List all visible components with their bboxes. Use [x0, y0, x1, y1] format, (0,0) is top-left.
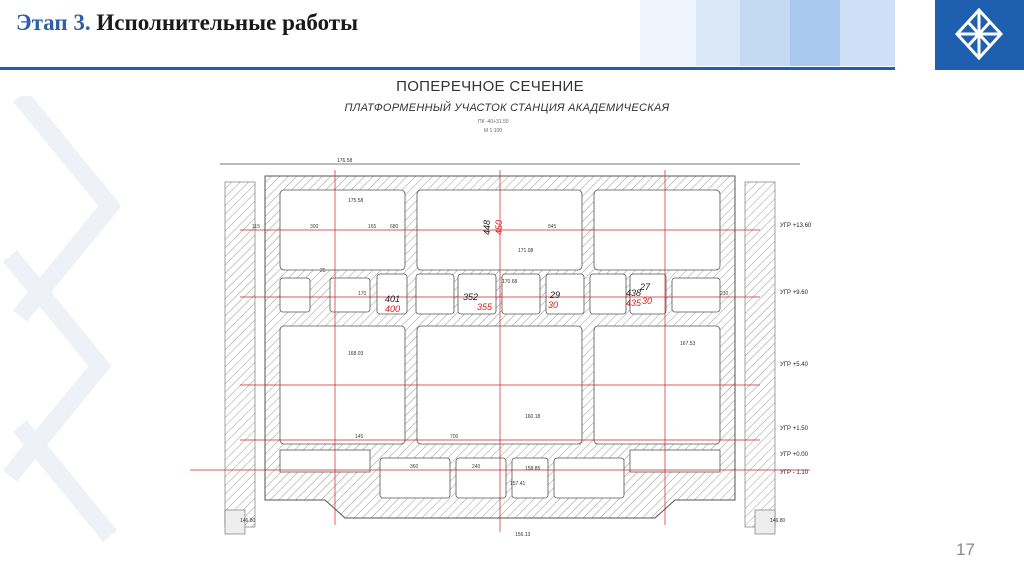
room-mid: [501, 273, 541, 315]
station-note: ПК -40+31.50: [478, 119, 509, 125]
measure-black: 401: [385, 294, 400, 304]
room-mid: [629, 273, 667, 315]
platform-right: [629, 449, 721, 473]
header-rule: [0, 67, 895, 70]
room-mid: [415, 273, 455, 315]
right-pile: [754, 509, 776, 535]
measure-red: 400: [385, 304, 400, 314]
cross-section-drawing: УГР +13.60 УГР +9.60 УГР +5.40 УГР +1.50…: [190, 158, 812, 538]
slide-header: Этап 3. Исполнительные работы: [0, 0, 1024, 70]
header-stripe: [696, 0, 740, 66]
dimension-label: 845: [548, 224, 557, 230]
room-mid: [457, 273, 497, 315]
elevation-label: 157.41: [510, 481, 526, 487]
header-stripe: [640, 0, 696, 66]
page-number: 17: [956, 540, 975, 559]
watermark-decoration: [3, 96, 120, 542]
elevation-label: 146.80: [770, 518, 786, 524]
dimension-label: 360: [410, 464, 419, 470]
level-label: УГР +5.40: [780, 362, 809, 368]
elevation-label: 171.08: [518, 248, 534, 254]
scale-note: М 1:100: [484, 128, 503, 134]
elevation-label: 146.80: [240, 518, 256, 524]
room-mid: [329, 277, 371, 313]
measure-black: 438: [626, 288, 641, 298]
level-label: УГР - 1.10: [780, 470, 809, 476]
left-pile: [224, 509, 246, 535]
measure-red: 30: [548, 300, 558, 310]
right-retaining-wall: [744, 181, 776, 528]
platform-left: [279, 449, 371, 473]
elevation-label: 175.58: [348, 198, 364, 204]
dimension-label: 700: [450, 434, 459, 440]
measure-red: 450: [494, 220, 504, 235]
dimension-label: 145: [355, 434, 364, 440]
room-mid: [545, 273, 585, 315]
slide-title: Этап 3. Исполнительные работы: [16, 10, 358, 36]
room-mid: [376, 273, 408, 315]
base-chamber: [455, 457, 507, 499]
elevation-label: 168.03: [348, 351, 364, 357]
measure-red: 30: [642, 296, 652, 306]
level-label: УГР +9.60: [780, 290, 809, 296]
header-stripe: [740, 0, 790, 66]
measure-black: 448: [482, 220, 492, 235]
base-chamber: [511, 457, 549, 499]
level-label: УГР +1.50: [780, 426, 809, 432]
base-chamber: [379, 457, 451, 499]
dimension-label: 210: [720, 291, 729, 297]
elevation-label: 156.13: [515, 532, 531, 538]
measure-red: 435: [626, 298, 642, 308]
measure-black: 29: [549, 290, 560, 300]
level-label: УГР +0.00: [780, 452, 809, 458]
header-stripe: [840, 0, 895, 66]
company-logo-icon: [954, 7, 1004, 61]
elevation-label: 158.85: [525, 466, 541, 472]
dimension-label: 115: [252, 224, 260, 230]
measure-black: 27: [639, 282, 651, 292]
dimension-label: 165: [368, 224, 377, 230]
header-stripe: [790, 0, 840, 66]
level-label: УГР +13.60: [780, 223, 812, 229]
elevation-label: 176.58: [337, 158, 353, 164]
slide-title-text: Исполнительные работы: [96, 10, 359, 35]
left-retaining-wall: [224, 181, 256, 528]
elevation-label: 170.68: [502, 279, 518, 285]
company-logo: [935, 0, 1024, 70]
dimension-label: 240: [472, 464, 481, 470]
base-chamber: [553, 457, 625, 499]
room-mid: [589, 273, 627, 315]
elevation-label: 160.18: [525, 414, 541, 420]
slide-title-stage: Этап 3.: [16, 10, 91, 35]
dimension-label: 170: [358, 291, 367, 297]
room-mid: [279, 277, 311, 313]
measure-black: 352: [463, 292, 478, 302]
dimension-label: 300: [310, 224, 319, 230]
elevation-label: 167.53: [680, 341, 696, 347]
room-mid: [671, 277, 721, 313]
measure-red: 355: [477, 302, 493, 312]
dimension-label: 680: [390, 224, 399, 230]
dimension-label: 25: [320, 268, 326, 274]
